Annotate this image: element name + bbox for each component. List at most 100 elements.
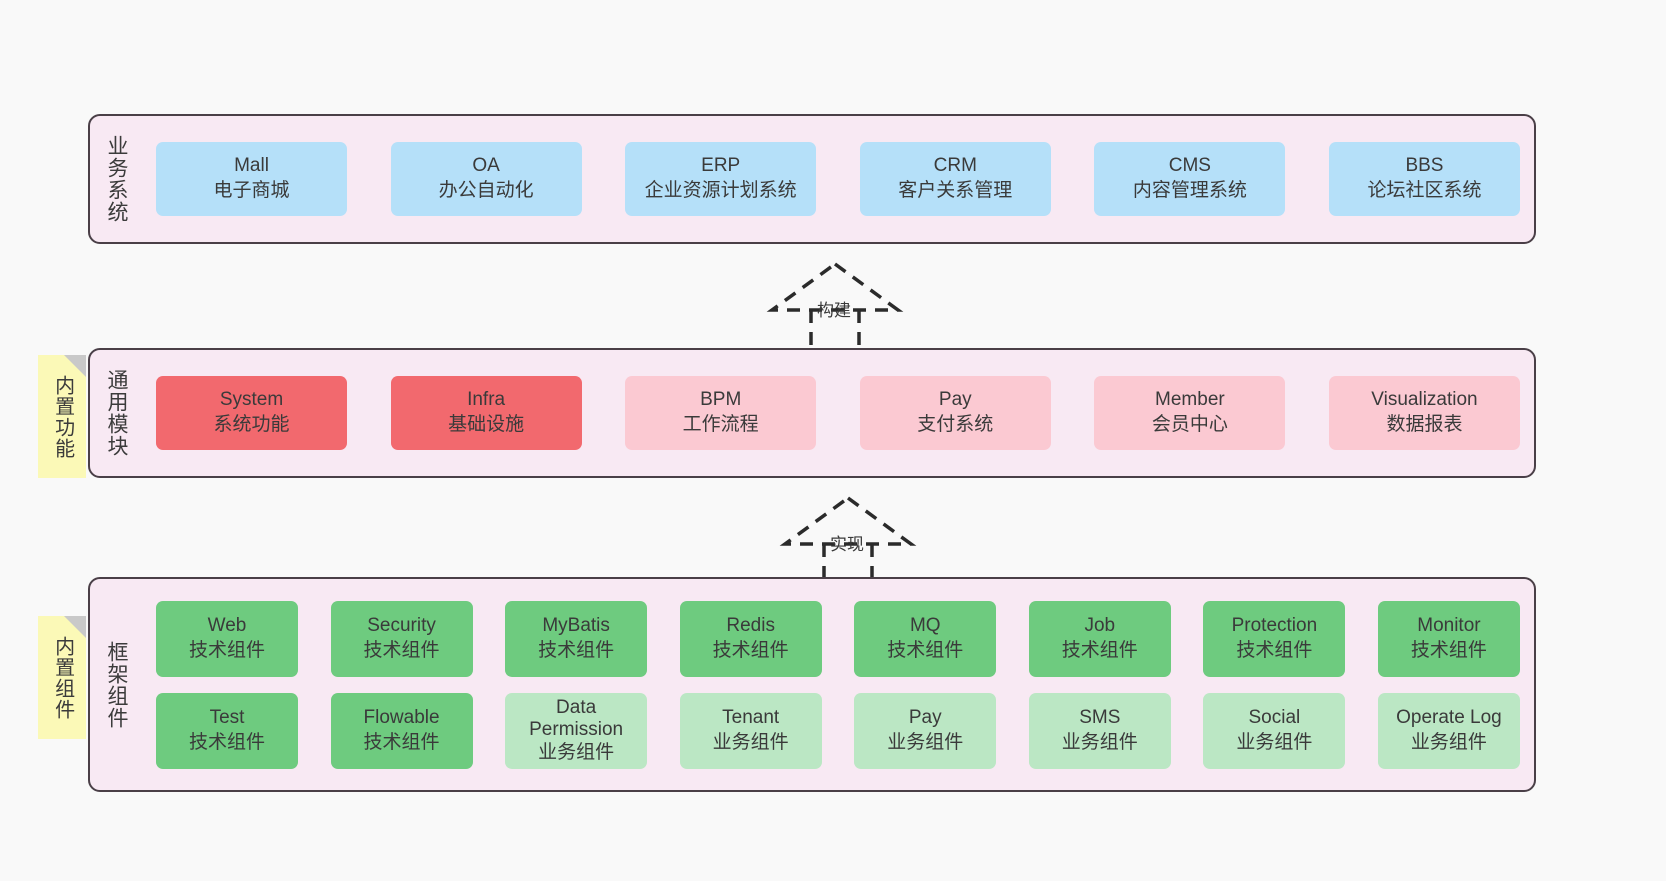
card-social-subtitle: 业务组件	[1236, 731, 1313, 753]
card-mybatis-subtitle: 技术组件	[538, 639, 615, 661]
note-builtin-component-text: 内置组件	[51, 635, 74, 720]
card-web-subtitle: 技术组件	[188, 639, 265, 661]
card-monitor[interactable]: Monitor 技术组件	[1377, 600, 1520, 677]
card-crm-subtitle: 客户关系管理	[898, 180, 1013, 201]
card-flowable[interactable]: Flowable 技术组件	[330, 692, 473, 769]
layer-business-system: 业务系统 Mall 电子商城 OA 办公自动化 ERP 企业资源计划系统 CRM	[88, 114, 1536, 244]
card-mall[interactable]: Mall 电子商城	[156, 142, 347, 216]
card-redis[interactable]: Redis 技术组件	[679, 600, 822, 677]
card-sms-title: SMS	[1079, 706, 1121, 728]
card-oa-title: OA	[472, 155, 500, 177]
card-mall-title: Mall	[234, 155, 269, 177]
card-tenant-title: Tenant	[722, 706, 780, 728]
card-infra-subtitle: 基础设施	[448, 414, 525, 435]
layer-common-module: 通用模块 System 系统功能 Infra 基础设施 BPM 工作流程 Pay	[88, 348, 1536, 478]
card-mq-subtitle: 技术组件	[887, 639, 964, 661]
card-cms-title: CMS	[1168, 155, 1211, 177]
card-protection-title: Protection	[1231, 614, 1318, 636]
card-bbs[interactable]: BBS 论坛社区系统	[1328, 142, 1520, 216]
card-pay-component[interactable]: Pay 业务组件	[854, 692, 997, 769]
card-visualization-subtitle: 数据报表	[1386, 414, 1463, 435]
card-redis-title: Redis	[726, 614, 775, 636]
layer-business-system-label: 业务系统	[104, 135, 128, 223]
card-cms[interactable]: CMS 内容管理系统	[1094, 142, 1286, 216]
card-tenant[interactable]: Tenant 业务组件	[679, 692, 822, 769]
card-bpm-subtitle: 工作流程	[682, 414, 759, 435]
card-system[interactable]: System 系统功能	[156, 376, 347, 450]
card-pay-module[interactable]: Pay 支付系统	[859, 376, 1051, 450]
connector-build-label: 构建	[817, 301, 851, 320]
card-pay-module-subtitle: 支付系统	[917, 414, 994, 435]
card-pay-component-title: Pay	[908, 706, 942, 728]
card-mybatis[interactable]: MyBatis 技术组件	[505, 600, 648, 677]
connector-implement-label: 实现	[830, 535, 864, 554]
card-member[interactable]: Member 会员中心	[1094, 376, 1286, 450]
card-member-title: Member	[1155, 389, 1225, 411]
card-visualization-title: Visualization	[1371, 389, 1478, 411]
card-web-title: Web	[207, 614, 247, 636]
card-security-subtitle: 技术组件	[363, 639, 440, 661]
connector-build: 构建	[755, 258, 915, 350]
layer-framework-component-label: 框架组件	[104, 640, 128, 729]
card-job-subtitle: 技术组件	[1061, 639, 1138, 661]
layer-common-module-label: 通用模块	[104, 369, 128, 457]
note-builtin-component: 内置组件	[38, 616, 86, 739]
card-job-title: Job	[1084, 614, 1116, 636]
card-test-subtitle: 技术组件	[188, 731, 265, 753]
common-module-row: System 系统功能 Infra 基础设施 BPM 工作流程 Pay 支付系统…	[156, 376, 1520, 450]
card-web[interactable]: Web 技术组件	[156, 600, 298, 677]
card-operate-log-title: Operate Log	[1396, 706, 1502, 728]
card-security[interactable]: Security 技术组件	[330, 600, 473, 677]
card-bpm-title: BPM	[700, 389, 742, 411]
card-flowable-subtitle: 技术组件	[363, 731, 440, 753]
layer-business-system-body: Mall 电子商城 OA 办公自动化 ERP 企业资源计划系统 CRM 客户关系…	[142, 116, 1534, 242]
connector-implement: 实现	[768, 492, 928, 584]
card-security-title: Security	[367, 614, 436, 636]
card-test[interactable]: Test 技术组件	[156, 692, 298, 769]
card-system-title: System	[219, 389, 284, 411]
card-tenant-subtitle: 业务组件	[712, 731, 789, 753]
card-operate-log[interactable]: Operate Log 业务组件	[1377, 692, 1520, 769]
card-data-permission-subtitle: 业务组件	[538, 741, 615, 763]
card-sms[interactable]: SMS 业务组件	[1028, 692, 1171, 769]
note-fold-corner-icon	[64, 355, 86, 377]
card-data-permission[interactable]: Data Permission 业务组件	[505, 692, 648, 769]
card-infra[interactable]: Infra 基础设施	[390, 376, 582, 450]
card-job[interactable]: Job 技术组件	[1028, 600, 1171, 677]
card-operate-log-subtitle: 业务组件	[1410, 731, 1487, 753]
card-pay-component-subtitle: 业务组件	[887, 731, 964, 753]
card-oa-subtitle: 办公自动化	[438, 180, 534, 201]
note-fold-corner-icon	[64, 616, 86, 638]
framework-technical-row: Web 技术组件 Security 技术组件 MyBatis 技术组件 Redi…	[156, 600, 1520, 677]
layer-common-module-body: System 系统功能 Infra 基础设施 BPM 工作流程 Pay 支付系统…	[142, 350, 1534, 476]
card-social[interactable]: Social 业务组件	[1203, 692, 1346, 769]
card-test-title: Test	[209, 706, 245, 728]
business-system-row: Mall 电子商城 OA 办公自动化 ERP 企业资源计划系统 CRM 客户关系…	[156, 142, 1520, 216]
card-monitor-subtitle: 技术组件	[1410, 639, 1487, 661]
card-mall-subtitle: 电子商城	[213, 180, 290, 201]
card-bpm[interactable]: BPM 工作流程	[625, 376, 817, 450]
card-bbs-title: BBS	[1405, 155, 1444, 177]
card-monitor-title: Monitor	[1417, 614, 1481, 636]
card-cms-subtitle: 内容管理系统	[1132, 180, 1247, 201]
card-erp-title: ERP	[701, 155, 741, 177]
card-protection[interactable]: Protection 技术组件	[1203, 600, 1346, 677]
card-redis-subtitle: 技术组件	[712, 639, 789, 661]
note-builtin-function: 内置功能	[38, 355, 86, 478]
card-protection-subtitle: 技术组件	[1236, 639, 1313, 661]
card-erp[interactable]: ERP 企业资源计划系统	[625, 142, 817, 216]
card-oa[interactable]: OA 办公自动化	[390, 142, 582, 216]
card-flowable-title: Flowable	[363, 706, 440, 728]
card-mq[interactable]: MQ 技术组件	[854, 600, 997, 677]
card-mybatis-title: MyBatis	[542, 614, 610, 636]
card-infra-title: Infra	[467, 389, 506, 411]
framework-business-row: Test 技术组件 Flowable 技术组件 Data Permission …	[156, 692, 1520, 769]
layer-framework-component-body: Web 技术组件 Security 技术组件 MyBatis 技术组件 Redi…	[142, 579, 1534, 790]
card-crm[interactable]: CRM 客户关系管理	[859, 142, 1051, 216]
layer-framework-component: 框架组件 Web 技术组件 Security 技术组件 MyBatis 技术组件…	[88, 577, 1536, 792]
card-system-subtitle: 系统功能	[213, 414, 290, 435]
card-bbs-subtitle: 论坛社区系统	[1367, 180, 1482, 201]
card-pay-module-title: Pay	[938, 389, 972, 411]
card-visualization[interactable]: Visualization 数据报表	[1328, 376, 1520, 450]
